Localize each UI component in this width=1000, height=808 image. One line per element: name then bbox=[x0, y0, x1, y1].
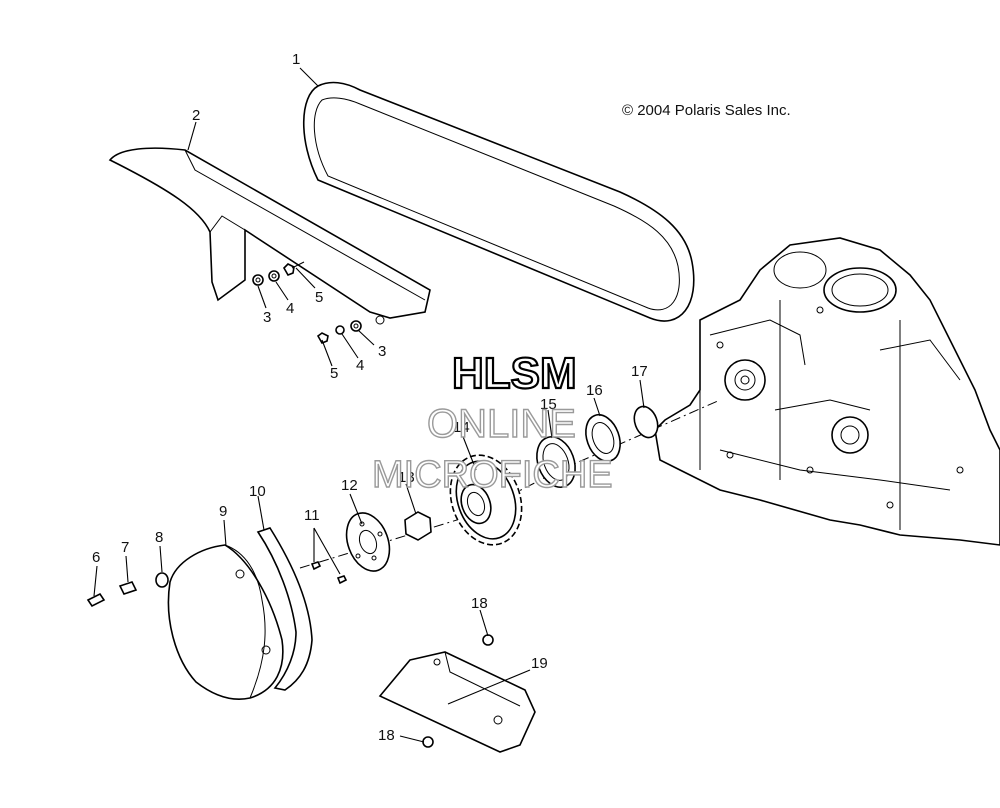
cover-bolts bbox=[86, 572, 169, 608]
guard-hardware-upper bbox=[252, 261, 305, 286]
watermark-line-1: HLSM bbox=[452, 349, 577, 398]
seal bbox=[585, 413, 621, 463]
callout-8: 8 bbox=[155, 529, 163, 546]
lock-washer bbox=[345, 512, 391, 572]
lower-guard bbox=[378, 651, 536, 753]
watermark: HLSM ONLINE MICROFICHE bbox=[371, 348, 613, 497]
callout-3: 3 bbox=[263, 309, 271, 326]
bearing-ring bbox=[536, 436, 576, 488]
callout-17: 17 bbox=[631, 363, 648, 380]
drive-sprocket bbox=[449, 454, 523, 546]
drive-belt bbox=[303, 81, 695, 322]
leader-lines bbox=[93, 67, 645, 743]
watermark-line-2: ONLINE bbox=[427, 402, 576, 446]
callout-1: 1 bbox=[292, 51, 300, 68]
callout-13: 13 bbox=[398, 469, 415, 486]
callout-9: 9 bbox=[219, 503, 227, 520]
copyright-text: © 2004 Polaris Sales Inc. bbox=[622, 102, 791, 119]
callout-5: 5 bbox=[330, 365, 338, 382]
callout-6: 6 bbox=[92, 549, 100, 566]
engine-block bbox=[654, 237, 1000, 546]
callout-5: 5 bbox=[315, 289, 323, 306]
callout-7: 7 bbox=[121, 539, 129, 556]
guard-hardware-lower bbox=[316, 320, 362, 345]
watermark-line-3: MICROFICHE bbox=[372, 454, 613, 496]
callout-16: 16 bbox=[586, 382, 603, 399]
callout-15: 15 bbox=[540, 396, 557, 413]
o-ring bbox=[633, 405, 659, 439]
belt-guard bbox=[108, 147, 431, 325]
callout-10: 10 bbox=[249, 483, 266, 500]
callout-4: 4 bbox=[286, 300, 294, 317]
callout-18: 18 bbox=[378, 727, 395, 744]
sprocket-nut bbox=[404, 511, 432, 541]
callout-4: 4 bbox=[356, 357, 364, 374]
outer-cover bbox=[167, 544, 284, 700]
callout-14: 14 bbox=[453, 419, 470, 436]
callout-labels: 1 2 3 4 5 3 4 5 6 7 8 9 10 11 12 13 14 1… bbox=[92, 51, 648, 744]
callout-18: 18 bbox=[471, 595, 488, 612]
washer-screws bbox=[310, 561, 348, 585]
callout-19: 19 bbox=[531, 655, 548, 672]
callout-12: 12 bbox=[341, 477, 358, 494]
callout-11: 11 bbox=[304, 507, 320, 524]
guard-nuts bbox=[422, 634, 494, 748]
callout-3: 3 bbox=[378, 343, 386, 360]
cover-gasket bbox=[256, 527, 313, 691]
callout-2: 2 bbox=[192, 107, 200, 124]
